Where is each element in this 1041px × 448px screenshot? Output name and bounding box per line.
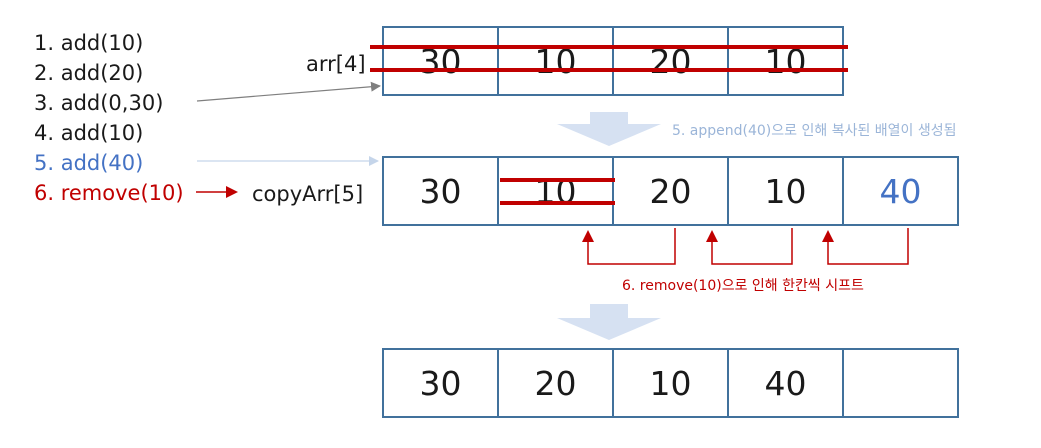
result-array: 30 20 10 40 (382, 348, 959, 418)
array-cell: 30 (382, 26, 499, 96)
copy-array: 30 10 20 10 40 (382, 156, 959, 226)
operation-item: 3. add(0,30) (34, 91, 164, 115)
append-note: 5. append(40)으로 인해 복사된 배열이 생성됨 (672, 123, 957, 139)
array-cell: 20 (612, 156, 729, 226)
array-cell-empty (842, 348, 959, 418)
operation-item: 4. add(10) (34, 121, 144, 145)
operation-item-append: 5. add(40) (34, 151, 144, 175)
array-cell: 30 (382, 156, 499, 226)
original-array: 30 10 20 10 (382, 26, 844, 96)
array-cell: 30 (382, 348, 499, 418)
operation-list: 1. add(10) 2. add(20) 3. add(0,30) 4. ad… (34, 28, 184, 208)
array-cell: 20 (497, 348, 614, 418)
array-cell: 10 (727, 26, 844, 96)
array-cell: 10 (727, 156, 844, 226)
shift-arrow (822, 228, 909, 265)
operation-item: 1. add(10) (34, 31, 144, 55)
array-cell: 10 (497, 26, 614, 96)
down-arrow-icon (557, 304, 661, 340)
operation-item: 2. add(20) (34, 61, 144, 85)
shift-arrow (582, 228, 676, 265)
shift-arrow (706, 228, 793, 265)
array-cell: 10 (612, 348, 729, 418)
down-arrow-icon (557, 112, 661, 146)
array-cell-appended: 40 (842, 156, 959, 226)
array-cell: 20 (612, 26, 729, 96)
pointer-arrow (196, 81, 381, 102)
array-cell: 10 (497, 156, 614, 226)
operation-item-remove: 6. remove(10) (34, 181, 184, 205)
copy-array-label: copyArr[5] (252, 182, 364, 206)
shift-note: 6. remove(10)으로 인해 한칸씩 시프트 (622, 278, 864, 294)
array-cell: 40 (727, 348, 844, 418)
original-array-label: arr[4] (306, 52, 366, 76)
